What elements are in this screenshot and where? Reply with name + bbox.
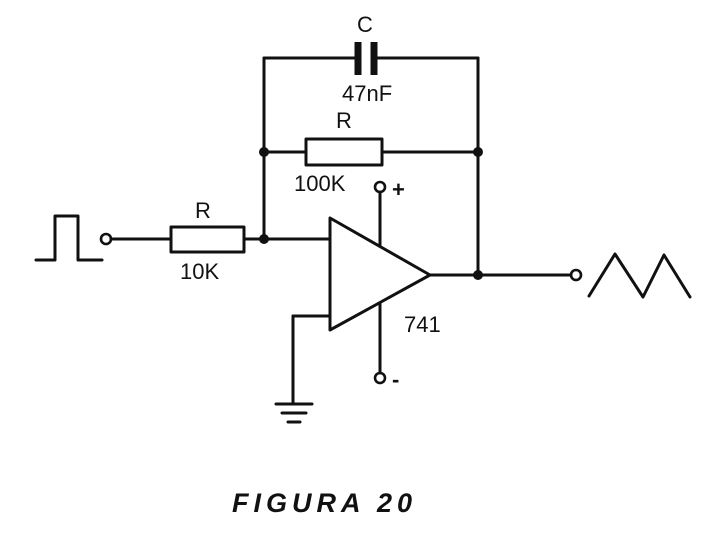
- resistor-feedback-ref: R: [336, 108, 352, 133]
- resistor-feedback: [304, 137, 384, 167]
- capacitor-value: 47nF: [342, 81, 392, 106]
- negative-supply-terminal: [373, 371, 387, 385]
- negative-supply-label: -: [392, 367, 399, 392]
- resistor-input-value: 10K: [180, 259, 219, 284]
- capacitor-ref: C: [357, 12, 373, 37]
- triangle-wave-output-icon: [587, 252, 692, 299]
- output-terminal: [569, 268, 583, 282]
- positive-supply-terminal: [373, 180, 387, 194]
- resistor-feedback-value: 100K: [294, 171, 346, 196]
- resistor-input: [169, 225, 246, 254]
- square-wave-input-icon: [34, 214, 104, 262]
- ground-icon: [274, 402, 314, 424]
- figure-caption: FIGURA 20: [232, 488, 417, 518]
- resistor-input-ref: R: [195, 198, 211, 223]
- opamp-model: 741: [404, 312, 441, 337]
- positive-supply-label: +: [392, 177, 405, 202]
